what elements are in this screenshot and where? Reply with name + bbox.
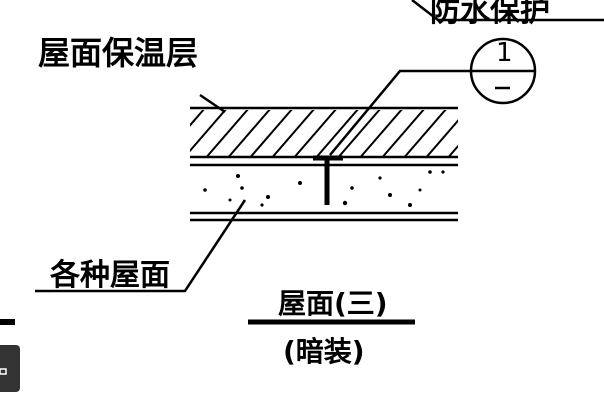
hatch-line: [315, 110, 359, 157]
hatch-line: [359, 110, 403, 157]
hatch-line: [293, 110, 337, 157]
top-leader-line: [411, 0, 604, 22]
hatch-line: [190, 110, 227, 153]
detail-number: 1: [496, 38, 513, 68]
insulation-label: 屋面保温层: [38, 34, 199, 72]
hatch-line: [190, 110, 205, 127]
top-cut-label: 防水保护: [430, 0, 550, 29]
widget-icon: [0, 368, 7, 375]
detail-subtitle: (暗装): [283, 335, 365, 368]
detail-leader: [329, 69, 471, 156]
hatch-line: [205, 110, 249, 157]
insulation-hatch: [190, 108, 513, 160]
concrete-dots: [203, 170, 445, 207]
hatch-line: [271, 110, 315, 157]
insulation-leader: [199, 93, 226, 114]
hatch-line: [468, 108, 513, 160]
hatch-line: [403, 110, 447, 157]
detail-title: 屋面(三): [278, 287, 388, 320]
hatch-line: [381, 110, 425, 157]
hatch-line: [337, 110, 381, 157]
hatch-line: [249, 110, 293, 157]
roof-types-leader: [35, 199, 247, 293]
hatch-line: [227, 110, 271, 157]
hatch-line: [425, 119, 458, 157]
hatch-line: [447, 144, 458, 157]
widget-button[interactable]: [0, 345, 20, 392]
roof-types-label: 各种屋面: [50, 258, 170, 293]
